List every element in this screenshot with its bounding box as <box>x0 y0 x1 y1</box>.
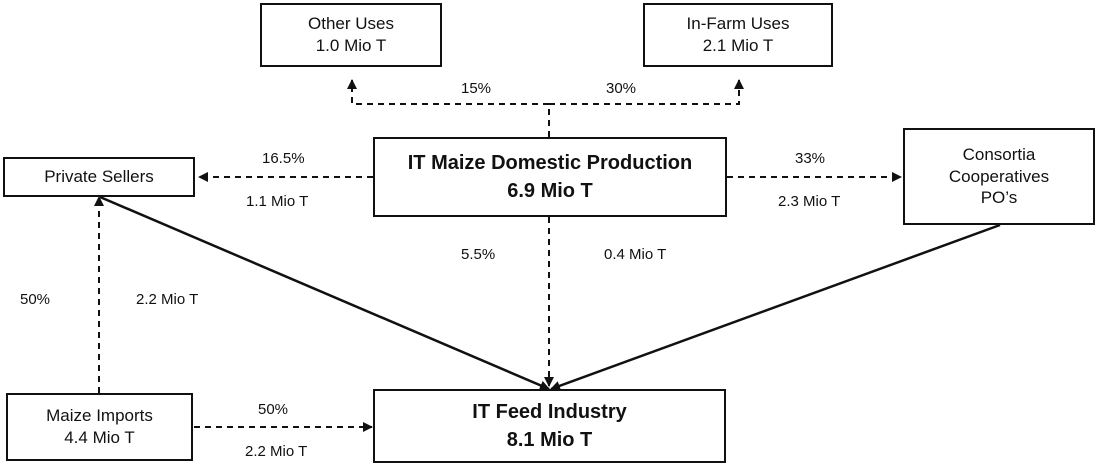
label-other-uses-percent: 15% <box>461 80 492 97</box>
node-in-farm-uses: In-Farm Uses 2.1 Mio T <box>643 3 833 67</box>
node-other-uses-amount: 1.0 Mio T <box>315 36 387 55</box>
label-production-feed-amount: 0.4 Mio T <box>604 246 667 263</box>
arrow-private-sellers-to-feed <box>99 195 550 391</box>
label-imports-private-amount: 2.2 Mio T <box>136 291 199 308</box>
node-maize-imports-label: Maize Imports <box>46 406 153 426</box>
label-production-feed-percent: 5.5% <box>461 246 496 263</box>
label-private-sellers-amount: 1.1 Mio T <box>246 193 309 210</box>
node-consortia-line2: Cooperatives <box>948 166 1050 186</box>
label-imports-feed-amount: 2.2 Mio T <box>245 443 308 460</box>
node-maize-imports: Maize Imports 4.4 Mio T <box>6 393 193 461</box>
node-consortia-line1: Consortia <box>962 144 1036 164</box>
node-feed-industry-label: IT Feed Industry <box>472 401 627 423</box>
node-in-farm-uses-amount: 2.1 Mio T <box>702 36 774 55</box>
label-in-farm-percent: 30% <box>606 80 637 97</box>
node-private-sellers-label: Private Sellers <box>44 167 154 187</box>
label-consortia-amount: 2.3 Mio T <box>778 193 841 210</box>
node-other-uses: Other Uses 1.0 Mio T <box>260 3 442 67</box>
arrow-to-in-farm-uses <box>549 79 744 105</box>
arrow-to-other-uses <box>347 79 550 137</box>
node-maize-imports-amount: 4.4 Mio T <box>64 428 135 447</box>
node-consortia: Consortia Cooperatives PO’s <box>903 128 1095 225</box>
label-private-sellers-percent: 16.5% <box>262 150 305 167</box>
label-consortia-percent: 33% <box>795 150 826 167</box>
node-consortia-line3: PO’s <box>980 188 1018 208</box>
node-feed-industry-amount: 8.1 Mio T <box>506 429 593 451</box>
label-imports-feed-percent: 50% <box>258 401 289 418</box>
label-imports-private-percent: 50% <box>20 291 51 308</box>
node-in-farm-uses-label: In-Farm Uses <box>686 14 790 34</box>
node-domestic-production-label: IT Maize Domestic Production <box>407 152 693 174</box>
node-domestic-production-amount: 6.9 Mio T <box>507 180 593 202</box>
node-domestic-production: IT Maize Domestic Production 6.9 Mio T <box>373 137 727 217</box>
node-private-sellers: Private Sellers <box>3 157 195 197</box>
arrow-consortia-to-feed <box>550 223 1001 391</box>
node-feed-industry: IT Feed Industry 8.1 Mio T <box>373 389 726 463</box>
node-other-uses-label: Other Uses <box>308 14 394 34</box>
